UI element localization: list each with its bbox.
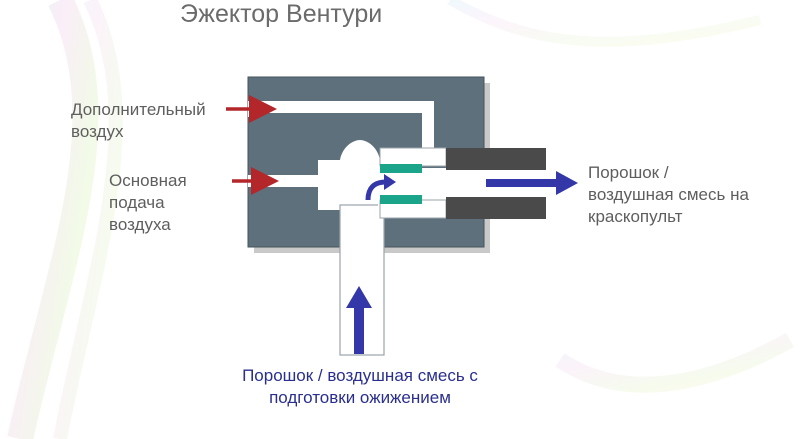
extra-air-inner-channel: [248, 113, 260, 117]
extra-air-channel: [248, 101, 434, 161]
outlet-upper-wall: [379, 147, 447, 167]
main-air-label: Основная подача воздуха: [109, 171, 187, 234]
hose-lower: [446, 197, 546, 219]
mixing-flow-arrowhead: [384, 174, 396, 190]
input-powder-label: Порошок / воздушная смесь с подготовки о…: [242, 366, 478, 407]
mixing-flow-arrow: [365, 179, 387, 201]
output-flow-arrowhead: [556, 171, 578, 195]
input-flow-arrowhead: [346, 286, 372, 308]
background-swirl: [7, 0, 794, 439]
nozzle-lower: [380, 195, 422, 204]
output-label: Порошок / воздушная смесь на краскопульт: [588, 163, 749, 226]
hose-upper: [446, 148, 546, 170]
nozzle-upper: [380, 164, 422, 173]
extra-air-label: Дополнительный воздух: [71, 100, 206, 141]
output-flow-arrow-shaft: [486, 179, 558, 187]
input-flow-arrow-shaft: [354, 306, 364, 354]
diagram-title: Эжектор Вентури: [180, 0, 383, 28]
